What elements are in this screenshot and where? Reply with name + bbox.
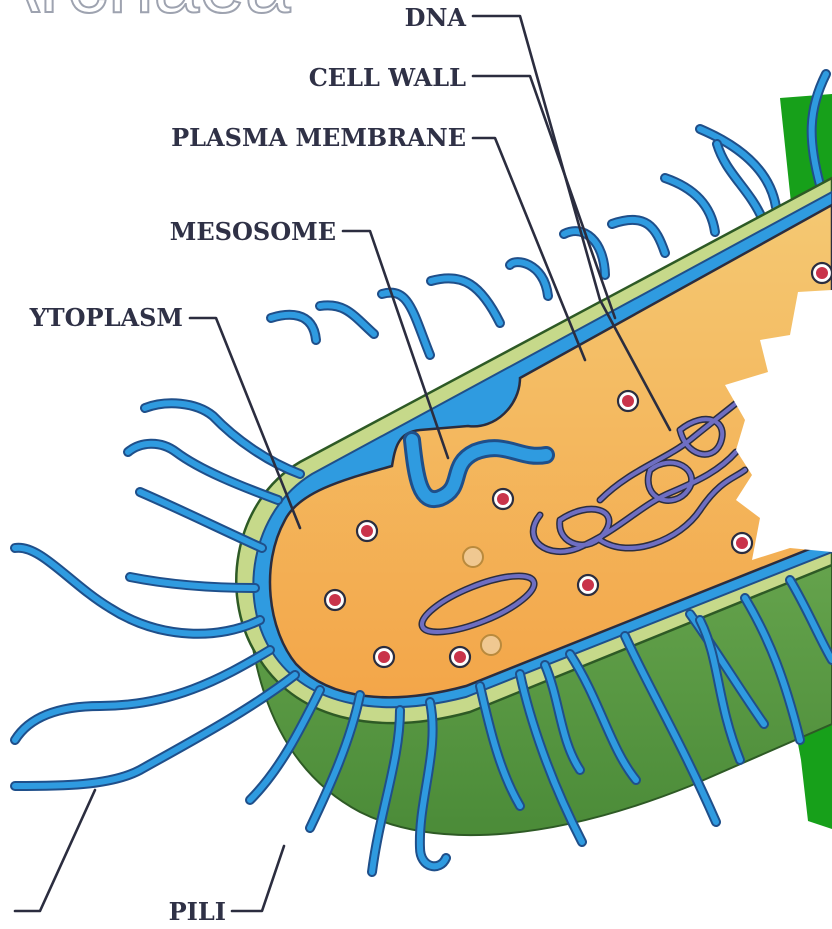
ribosome-icon: [732, 533, 752, 553]
dna-label: DNA: [405, 3, 467, 32]
ribosome-icon: [357, 521, 377, 541]
pili-label: PILI: [169, 897, 226, 926]
left-pilus-leader: [15, 790, 95, 911]
ribosome-icon: [374, 647, 394, 667]
page-title: Archaea: [0, 0, 291, 30]
ribosome-icon: [578, 575, 598, 595]
cytoplasm-label: YTOPLASM: [29, 303, 183, 332]
mesosome-label: MESOSOME: [170, 217, 336, 246]
ribosome-icon: [325, 590, 345, 610]
ribosome-icon: [450, 647, 470, 667]
pili-leader: [232, 846, 284, 911]
ribosome-icon: [812, 263, 832, 283]
cell-wall-label: CELL WALL: [309, 63, 466, 92]
plasma-membrane-label: PLASMA MEMBRANE: [171, 123, 466, 152]
ribosome-icon: [618, 391, 638, 411]
ribosome-icon: [493, 489, 513, 509]
